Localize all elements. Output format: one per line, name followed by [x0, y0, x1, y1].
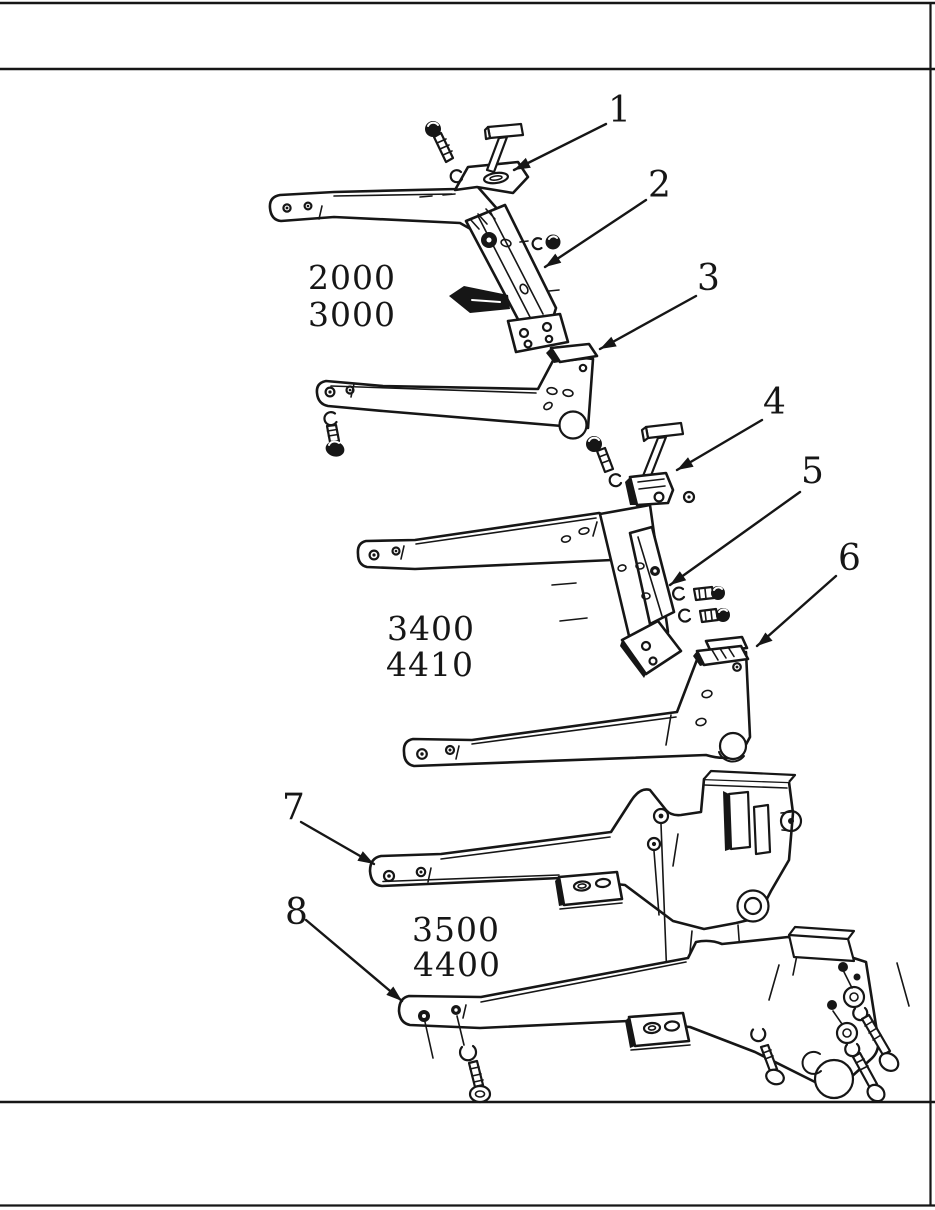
- callout-8: 8: [285, 892, 404, 1003]
- lower-lift-arm: [402, 650, 752, 768]
- hex-bolt-right-upper: [860, 1013, 900, 1072]
- pin-mount-bracket: [453, 160, 530, 195]
- assembly-2000-3000: [268, 121, 599, 457]
- bolt-washer-pair-upper: [672, 585, 725, 602]
- callout-5: 5: [668, 451, 824, 587]
- lower-lift-arm: [315, 353, 595, 440]
- callout-1: 1: [512, 90, 631, 172]
- callout-3: 3: [598, 258, 720, 351]
- hinge-bracket: [693, 635, 750, 667]
- model-number: 2000: [308, 258, 396, 297]
- callout-arrow: [668, 490, 802, 587]
- model-label-group-2000-3000: 2000 3000: [308, 258, 396, 334]
- hex-bolt-right-lower: [851, 1051, 886, 1103]
- callout-6: 6: [755, 538, 861, 648]
- assembly-3500-4400: [368, 769, 910, 1104]
- channel-foot-plate: [506, 312, 570, 354]
- cap-bracket: [546, 342, 599, 364]
- carriage-bolt-below: [424, 1015, 492, 1104]
- model-number: 4400: [413, 945, 501, 984]
- callout-4: 4: [675, 382, 786, 472]
- carriage-bolt: [323, 411, 345, 457]
- callout-arrow: [598, 294, 698, 351]
- callout-arrow: [512, 122, 608, 172]
- arrowhead-icon: [545, 253, 562, 267]
- arrowhead-icon: [670, 571, 687, 585]
- callout-arrow: [304, 918, 404, 1003]
- model-label-group-3400-4410: 3400 4410: [386, 609, 475, 684]
- callout-number: 7: [282, 787, 305, 828]
- callout-arrow: [543, 198, 648, 269]
- slotted-bracket: [555, 870, 624, 910]
- model-label-group-3500-4400: 3500 4400: [412, 910, 501, 984]
- flanged-lift-arm-lower: [397, 925, 910, 1100]
- callout-number: 1: [608, 90, 631, 131]
- callout-number: 4: [763, 382, 786, 423]
- callout-number: 2: [648, 165, 671, 206]
- arrowhead-icon: [757, 632, 773, 646]
- arrowhead-icon: [514, 157, 531, 170]
- model-number: 3400: [387, 609, 475, 648]
- arrowhead-icon: [677, 457, 694, 470]
- callout-number: 6: [838, 538, 861, 579]
- callout-arrow: [675, 418, 764, 472]
- callout-7: 7: [282, 787, 376, 866]
- clevis-pin: [640, 421, 685, 480]
- bolt-washer-pair-lower: [678, 607, 730, 624]
- callout-2: 2: [543, 165, 671, 269]
- callout-arrow: [755, 574, 838, 648]
- flanged-lift-arm: [368, 769, 803, 931]
- model-number: 3000: [308, 295, 396, 334]
- model-number: 4410: [386, 645, 474, 684]
- callout-number: 8: [285, 892, 308, 933]
- model-number: 3500: [412, 910, 500, 949]
- assembly-3400-4410: [356, 421, 752, 768]
- anchor-plate: [620, 525, 683, 678]
- pin-receiver-bracket: [625, 471, 696, 507]
- callout-number: 5: [801, 451, 824, 492]
- arrowhead-icon: [600, 336, 617, 349]
- hex-bolt: [425, 121, 455, 164]
- bolt-washer-left: [750, 1027, 785, 1086]
- hex-bolt: [586, 436, 623, 488]
- mid-bracket: [625, 1011, 691, 1051]
- arrowhead-icon: [357, 851, 374, 864]
- flat-washer: [449, 169, 464, 184]
- clevis-pin: [483, 122, 525, 174]
- arrowhead-icon: [386, 986, 402, 1001]
- callout-number: 3: [697, 258, 720, 299]
- channel-clamp-bracket: [449, 286, 510, 313]
- set-bolt: [531, 234, 561, 251]
